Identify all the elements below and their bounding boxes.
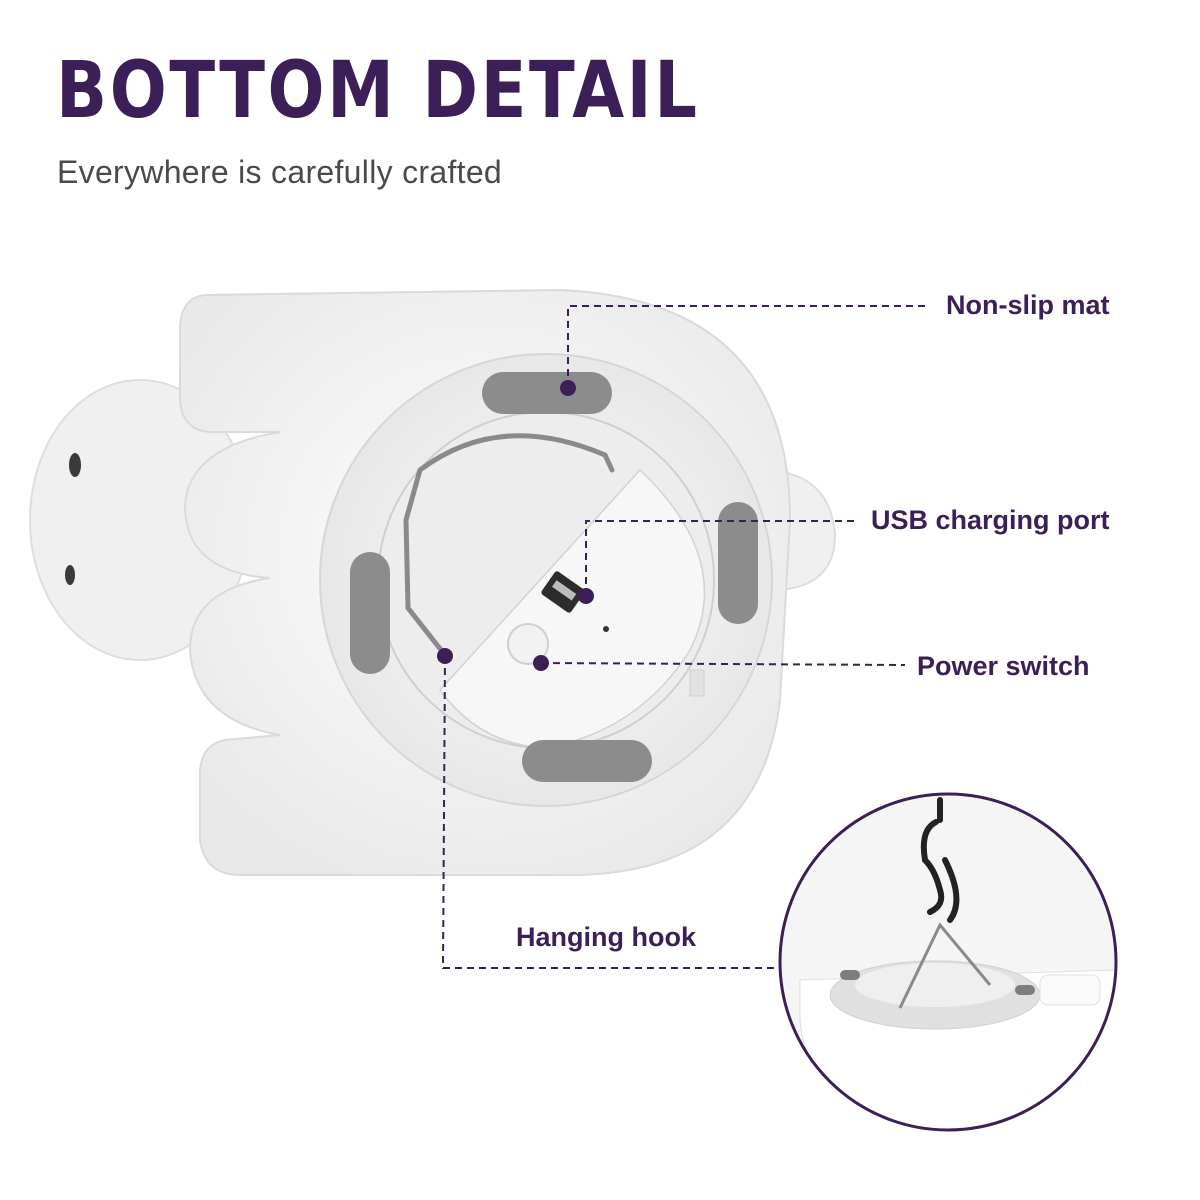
callout-usb-port: USB charging port [871, 505, 1110, 535]
base-disc [319, 353, 773, 807]
lamp-head-shape [29, 379, 251, 661]
page-subtitle: Everywhere is carefully crafted [57, 154, 503, 190]
callout-power-switch: Power switch [917, 651, 1090, 681]
non-slip-pads [350, 372, 758, 782]
wire-hook [403, 433, 615, 658]
leader-dots [437, 380, 594, 671]
hanging-inset [778, 792, 1118, 1132]
leader-lines [441, 305, 930, 969]
usb-port [541, 571, 609, 632]
page-title: BOTTOM DETAIL [56, 46, 700, 136]
callout-non-slip-mat: Non-slip mat [946, 290, 1110, 320]
power-switch [507, 623, 549, 665]
callout-hanging-hook: Hanging hook [516, 922, 696, 952]
